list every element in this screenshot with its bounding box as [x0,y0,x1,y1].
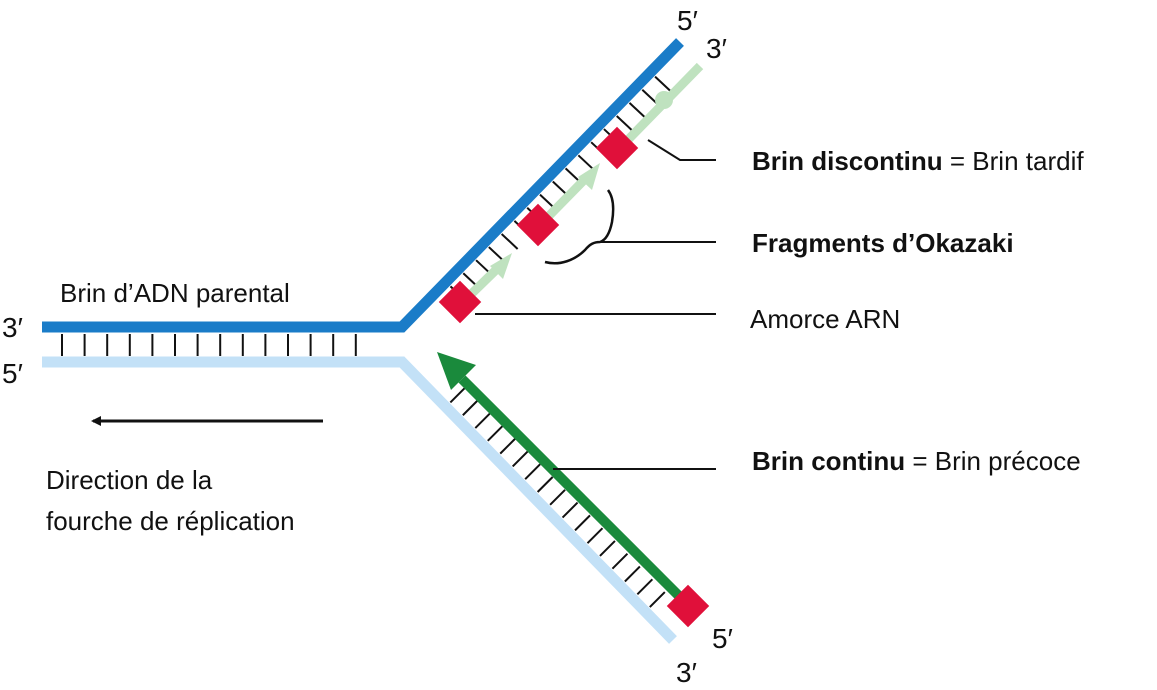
base-pair-tick [654,75,672,93]
base-pair-tick [628,102,647,119]
base-pair-ticks-lower-arm [449,386,666,608]
base-pair-tick [524,463,541,480]
end-label-upper-arm-3: 3′ [706,33,727,64]
base-pair-tick [449,386,467,404]
base-pair-tick [574,514,591,532]
base-pair-tick [511,450,529,468]
direction-label-line2: fourche de réplication [46,506,295,536]
leading-strand-arrowhead [437,352,476,390]
parental-strand-label: Brin d’ADN parental [60,278,290,308]
base-pair-tick [474,412,491,429]
label-leading-rest: = Brin précoce [905,446,1081,476]
label-leading-strand: Brin continu = Brin précoce [752,446,1081,476]
base-pair-tick [536,476,554,493]
parental-strand-light [42,356,677,644]
rna-primer-lagging-1 [438,280,482,324]
end-label-bottom-left: 5′ [2,358,23,389]
end-label-top-left: 3′ [2,312,23,343]
base-pair-tick [649,591,666,608]
okazaki-fragment-2-arrowhead [578,163,600,190]
base-pair-ticks-upper-arm [449,75,672,303]
end-label-upper-arm-5: 5′ [677,5,698,36]
label-lagging-strand: Brin discontinu = Brin tardif [752,146,1084,176]
label-lagging-term: Brin discontinu [752,146,943,176]
callout-line-lagging [647,139,716,161]
base-pair-ticks-horizontal [61,334,357,356]
okazaki-fragments [458,62,704,307]
base-pair-tick [599,540,616,557]
okazaki-fragment-3-end [655,91,673,109]
base-pair-tick [616,115,634,132]
base-pair-tick [500,233,519,250]
base-pair-tick [586,527,604,544]
okazaki-fragment-3 [614,62,704,154]
okazaki-fragment-1-arrowhead [490,253,512,279]
base-pair-tick [549,489,566,506]
label-lagging-rest: = Brin tardif [943,146,1085,176]
end-label-lower-arm-5: 5′ [712,623,733,654]
base-pair-tick [577,154,596,172]
base-pair-tick [624,565,641,583]
base-pair-tick [487,425,504,442]
label-rna-primer: Amorce ARN [750,304,900,334]
leading-strand [458,375,692,609]
direction-label-line1: Direction de la [46,465,213,495]
label-leading-term: Brin continu [752,446,905,476]
base-pair-tick [611,553,629,570]
base-pair-tick [499,437,516,455]
base-pair-tick [636,578,654,596]
end-label-lower-arm-3: 3′ [676,657,697,688]
base-pair-tick [561,501,579,519]
base-pair-tick [462,399,479,416]
parental-strand-dark [42,38,684,333]
label-okazaki-fragments: Fragments d’Okazaki [752,228,1014,258]
